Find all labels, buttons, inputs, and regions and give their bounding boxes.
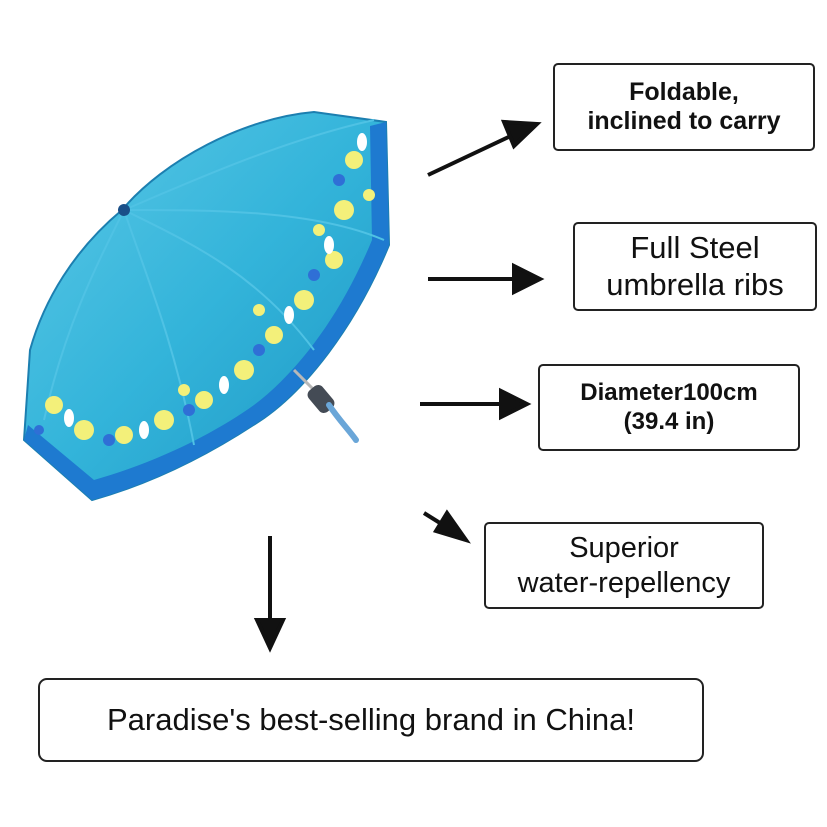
callout-water-line1: Superior: [569, 532, 679, 565]
callout-brand: Paradise's best-selling brand in China!: [38, 678, 704, 762]
umbrella-strap: [326, 402, 359, 443]
arrow-water-icon: [422, 509, 471, 544]
callout-steel-line1: Full Steel: [630, 229, 760, 265]
callout-steel-ribs: Full Steel umbrella ribs: [573, 222, 817, 311]
callout-steel-line2: umbrella ribs: [606, 266, 784, 302]
arrow-diameter-icon: [420, 387, 532, 421]
arrow-foldable-icon: [427, 119, 542, 177]
umbrella-tip: [118, 204, 130, 216]
callout-foldable: Foldable, inclined to carry: [553, 63, 815, 151]
umbrella-icon: [22, 110, 391, 502]
callout-water-repellency: Superior water-repellency: [484, 522, 764, 609]
callout-diameter-line1: Diameter100cm: [580, 379, 758, 407]
callout-brand-text: Paradise's best-selling brand in China!: [106, 701, 636, 737]
callout-foldable-line2: inclined to carry: [587, 107, 781, 135]
arrow-steel-icon: [428, 262, 545, 296]
umbrella-border: [24, 122, 389, 500]
callout-diameter: Diameter100cm (39.4 in): [538, 364, 800, 451]
callout-diameter-line2: (39.4 in): [623, 407, 715, 435]
arrow-brand-icon: [253, 536, 287, 653]
callout-water-line2: water-repellency: [517, 566, 731, 599]
callout-foldable-line1: Foldable,: [629, 77, 739, 106]
flower-pattern: [34, 133, 375, 446]
